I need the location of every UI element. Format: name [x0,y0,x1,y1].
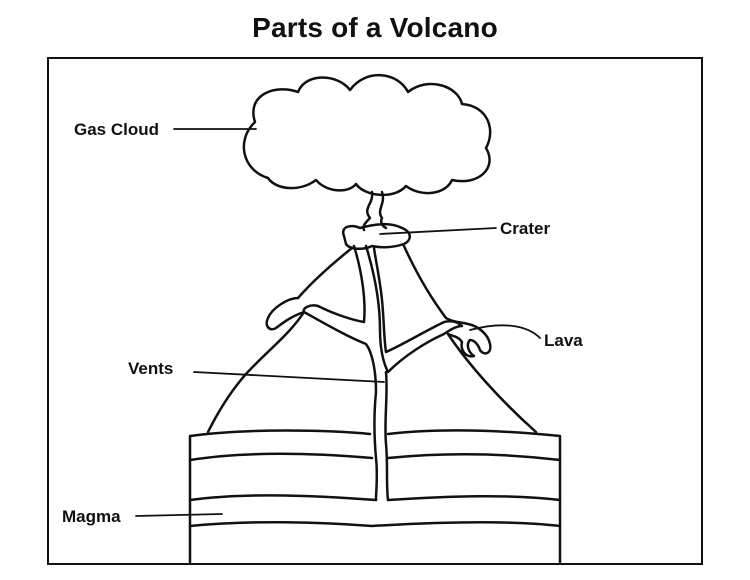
lava-leader [469,324,541,339]
vents-label: Vents [128,359,173,378]
gas-cloud-label: Gas Cloud [74,120,159,139]
magma-label: Magma [62,507,121,526]
main-vent-right-wall [364,244,464,374]
vents-leader [193,371,385,383]
smoke-column [378,190,388,230]
diagram-frame [47,57,703,565]
crater-label: Crater [500,219,550,238]
diagram-title: Parts of a Volcano [252,12,498,43]
main-vent-left-wall [302,244,379,502]
main-vent-right-wall [384,370,390,502]
magma-leader [135,513,223,517]
earth-layer-2 [188,494,562,502]
earth-layer-3 [188,520,562,528]
crater-leader [379,227,497,235]
volcano-right-slope [402,244,538,434]
gas-cloud-shape [242,74,492,196]
lava-label: Lava [544,331,583,350]
volcano-left-slope [206,246,354,434]
earth-layer-1 [188,452,562,462]
